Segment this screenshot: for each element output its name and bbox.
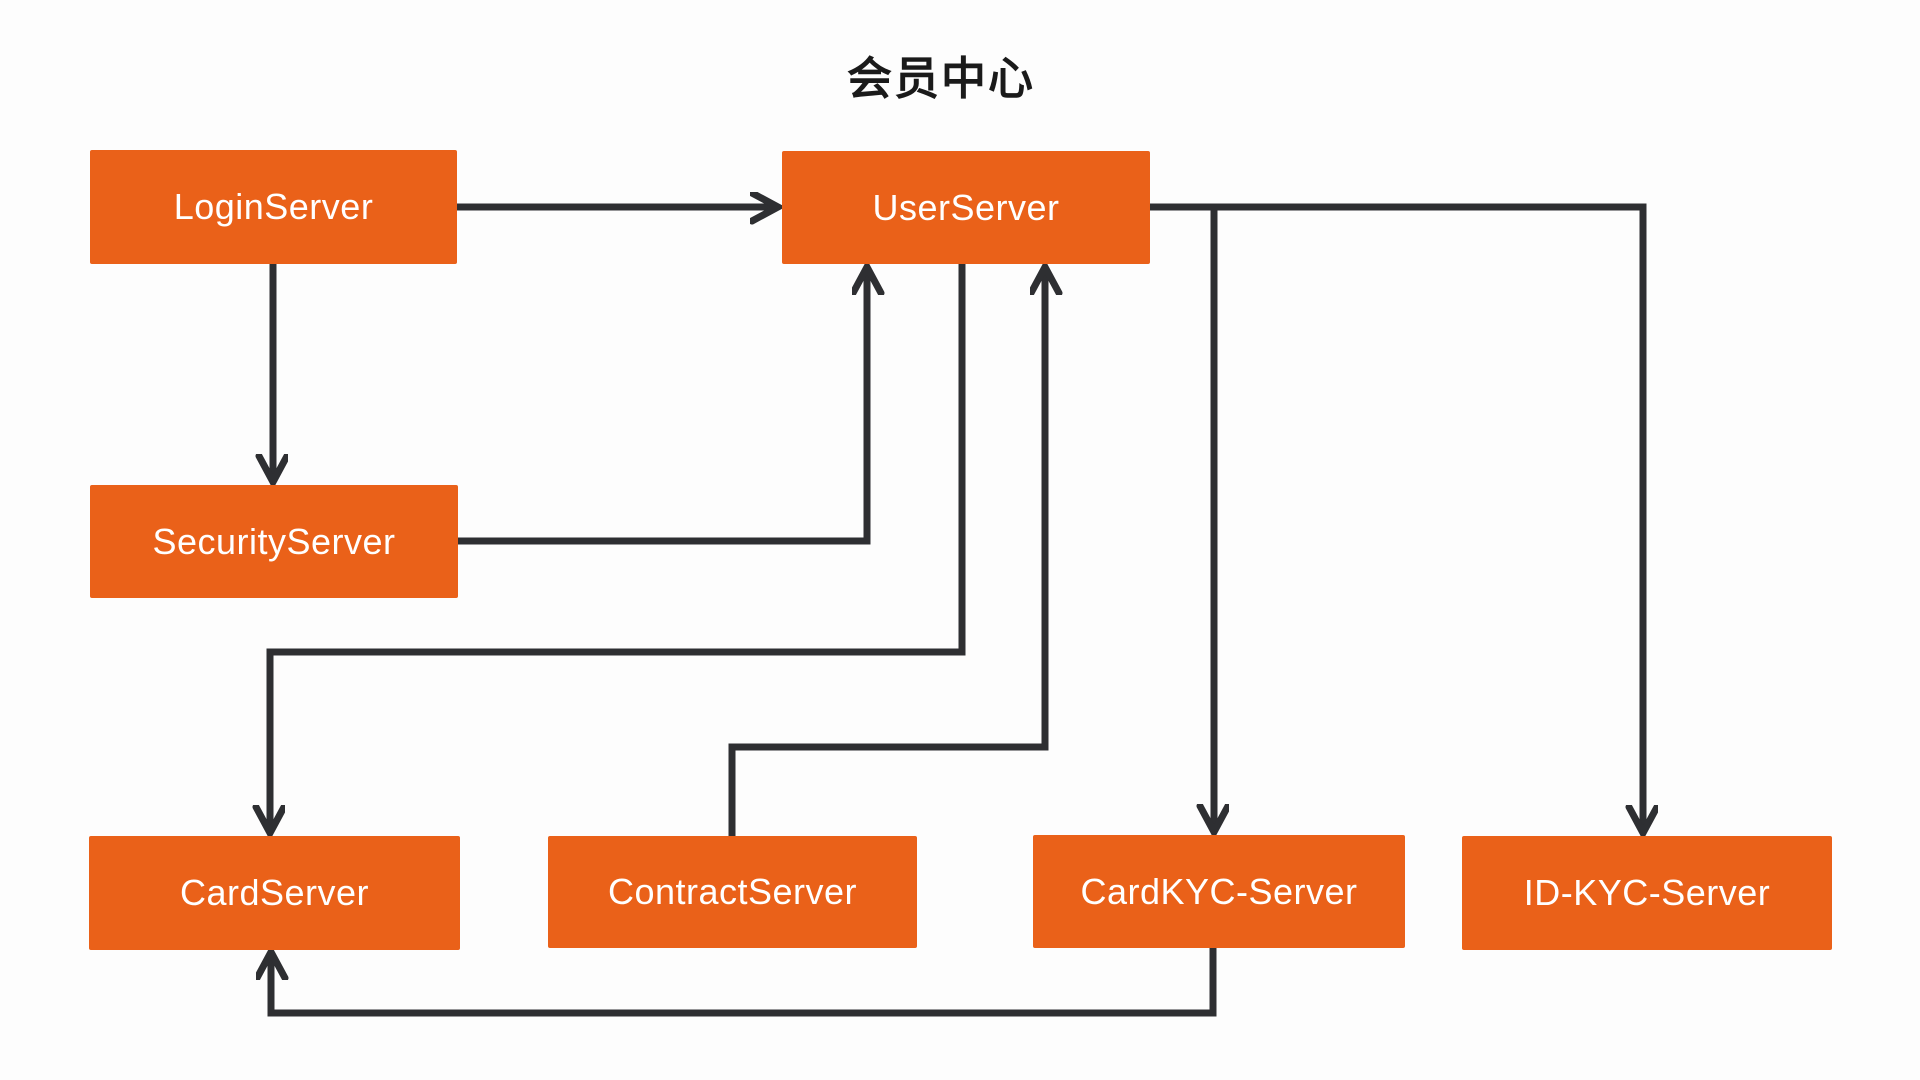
edge-group [270,203,1643,1017]
node-id-kyc-server: ID-KYC-Server [1462,836,1832,950]
node-label-contract-server: ContractServer [607,871,858,912]
node-label-cardkyc-server: CardKYC-Server [1080,870,1358,912]
node-label-card-server: CardServer [179,872,370,913]
node-card-server: CardServer [89,836,460,950]
node-login-server: LoginServer [90,150,457,264]
node-label-id-kyc-server: ID-KYC-Server [1523,872,1771,913]
node-label-security-server: SecurityServer [152,520,396,562]
edge-security-to-user [458,267,867,545]
node-security-server: SecurityServer [90,485,458,598]
node-label-login-server: LoginServer [173,186,374,227]
node-contract-server: ContractServer [548,836,917,948]
node-cardkyc-server: CardKYC-Server [1033,835,1405,948]
edge-contract-to-user [728,267,1045,836]
edge-user-to-id-kyc [1150,203,1643,833]
edge-user-to-card [270,264,966,833]
node-user-server: UserServer [782,151,1150,264]
node-label-user-server: UserServer [872,186,1060,228]
diagram-title: 会员中心 [846,53,1036,104]
edge-cardkyc-to-card [271,948,1217,1017]
